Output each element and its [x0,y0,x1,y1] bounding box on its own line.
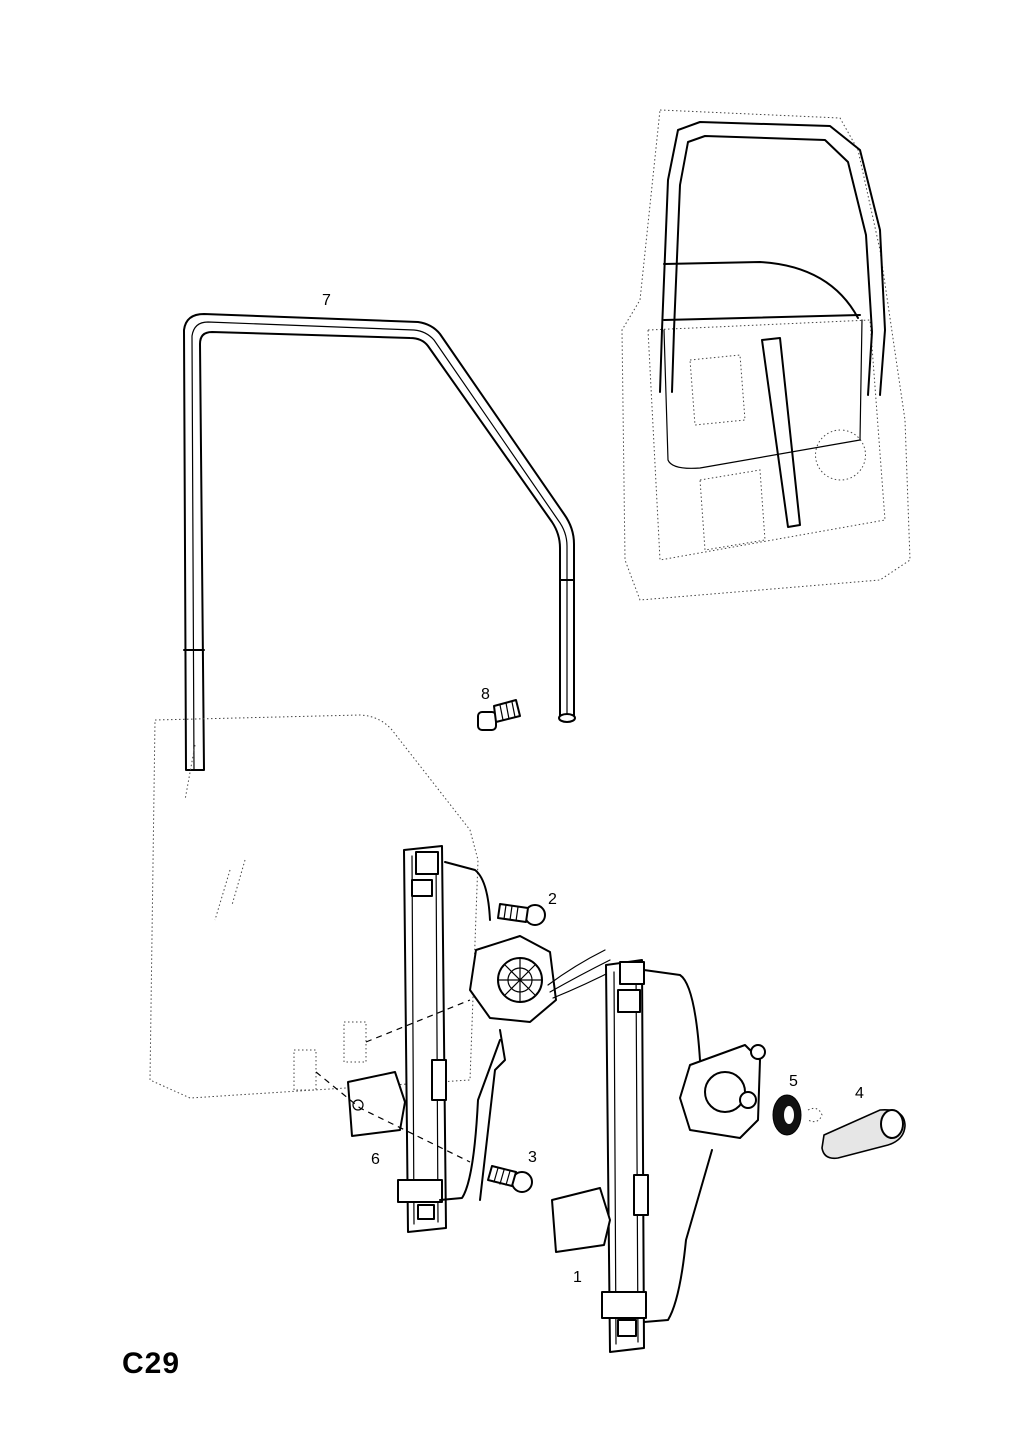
bolt-8 [477,699,521,731]
callout-7: 7 [322,292,331,309]
bolt-2 [497,903,546,926]
winder-handle [807,1107,906,1160]
callout-1: 1 [573,1269,582,1286]
window-glass [149,714,479,1099]
glass-clips [293,999,471,1163]
callout-3: 3 [528,1149,537,1166]
callout-8: 8 [481,686,490,703]
callout-6: 6 [371,1151,380,1168]
callout-5: 5 [789,1073,798,1090]
window-channel-seal [183,313,576,771]
bolt-3 [487,1165,533,1193]
callout-2: 2 [548,891,557,908]
door-shell [621,109,911,601]
escutcheon-ring [772,1094,802,1136]
regulator-electric [347,845,501,1233]
callout-labels: 1 2 3 4 5 6 7 8 [322,292,864,1286]
callout-4: 4 [855,1085,864,1102]
page-code: C29 [122,1347,181,1380]
regulator-motor [469,935,619,1201]
regulator-manual [551,959,766,1353]
